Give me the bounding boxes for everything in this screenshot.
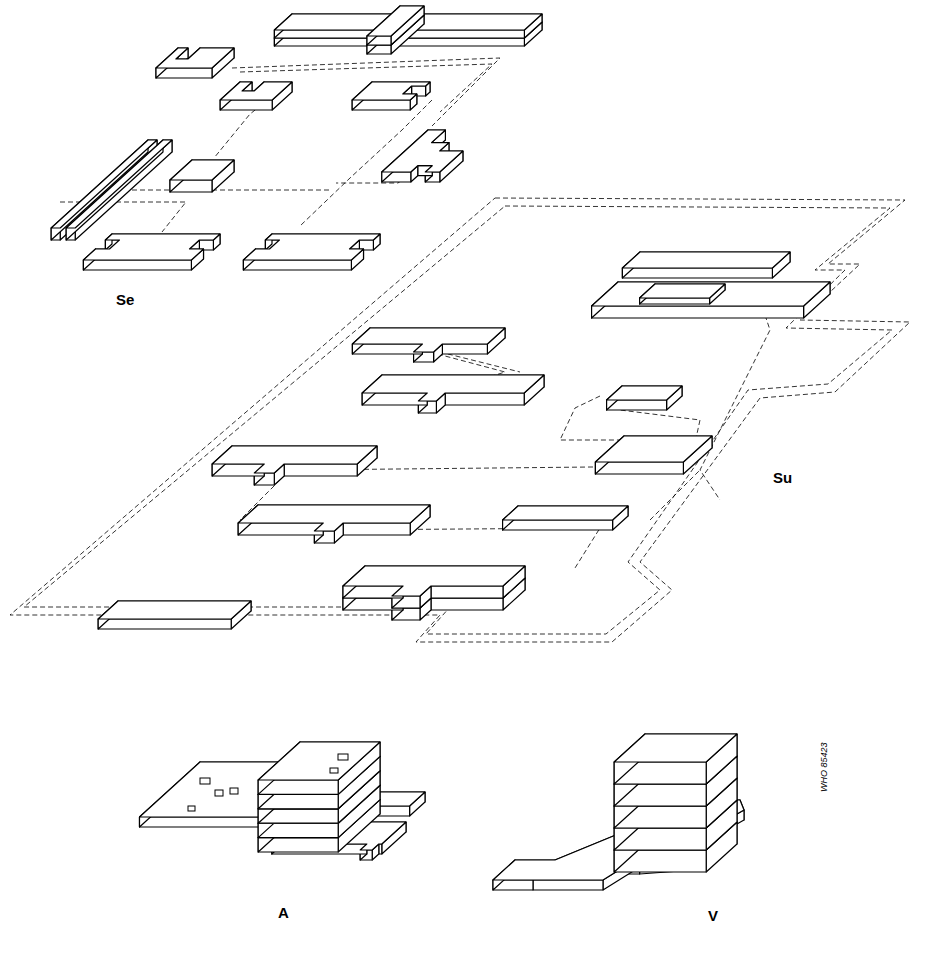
building-block: [622, 252, 790, 278]
block-top: [212, 446, 377, 473]
block-side: [431, 598, 503, 610]
building-block: [607, 386, 682, 410]
building-block: [212, 446, 377, 485]
block-side: [343, 523, 410, 535]
building-label: V: [708, 908, 718, 923]
block-top: [503, 506, 628, 520]
building-block: [592, 282, 830, 318]
block-top: [614, 734, 737, 762]
window-mark: [230, 788, 238, 794]
building-block: [51, 140, 157, 240]
building-label: A: [278, 905, 289, 920]
dashed-link: [700, 300, 770, 500]
block-top: [592, 282, 830, 306]
block-side: [98, 619, 231, 629]
window-mark: [215, 790, 223, 796]
group-label: Se: [116, 292, 134, 307]
block-top: [243, 234, 380, 260]
block-top: [352, 328, 505, 352]
block-top: [640, 284, 725, 298]
block-side: [622, 268, 772, 278]
block-top: [238, 505, 430, 531]
window-mark: [188, 806, 195, 811]
window-mark: [200, 778, 210, 784]
block-side: [352, 344, 422, 354]
block-side: [442, 344, 487, 354]
building-block: [382, 130, 463, 182]
dashed-link-lines: [10, 58, 910, 642]
block-side: [140, 817, 260, 827]
building-block: [640, 284, 725, 304]
building-block: [83, 234, 220, 270]
block-top: [382, 130, 463, 172]
block-top: [170, 160, 234, 180]
building-blocks: [51, 6, 830, 890]
building-block: [170, 160, 234, 192]
block-top: [83, 234, 220, 260]
block-side: [595, 462, 683, 474]
block-top: [66, 140, 172, 228]
block-top: [595, 436, 712, 462]
block-top: [607, 386, 682, 400]
building-block: [243, 234, 380, 270]
building-block: [66, 140, 172, 240]
building-block: [98, 601, 251, 629]
block-top: [362, 375, 544, 401]
block-side: [592, 306, 804, 318]
building-block: [258, 742, 380, 852]
block-top: [98, 601, 251, 619]
block-side: [238, 523, 323, 535]
building-block: [343, 566, 525, 620]
dashed-link: [24, 206, 892, 634]
building-block: [367, 6, 424, 54]
block-top: [352, 82, 430, 100]
building-block: [595, 436, 712, 474]
block-side: [640, 298, 710, 304]
block-top: [343, 566, 525, 596]
building-block: [614, 734, 737, 872]
block-side: [431, 586, 503, 598]
window-mark: [330, 768, 338, 773]
building-block: [220, 82, 292, 110]
dashed-link: [10, 198, 910, 642]
group-label: Su: [773, 470, 792, 485]
building-block: [238, 505, 430, 543]
block-side: [533, 880, 603, 890]
block-side: [284, 464, 357, 476]
block-top: [51, 140, 157, 228]
dashed-link: [650, 470, 700, 520]
building-block: [503, 506, 628, 530]
block-top: [258, 742, 380, 780]
block-top: [156, 48, 234, 68]
building-block: [156, 48, 234, 78]
block-top: [622, 252, 790, 268]
block-side: [243, 260, 351, 270]
building-block: [352, 328, 505, 362]
block-side: [445, 393, 524, 405]
block-top: [220, 82, 292, 100]
block-side: [83, 260, 191, 270]
window-mark: [338, 754, 348, 760]
building-block: [352, 82, 430, 110]
dashed-link: [440, 352, 520, 372]
watermark: WHO 85423: [820, 742, 829, 792]
block-side: [503, 520, 613, 530]
block-top: [367, 6, 424, 36]
building-block: [362, 375, 544, 413]
